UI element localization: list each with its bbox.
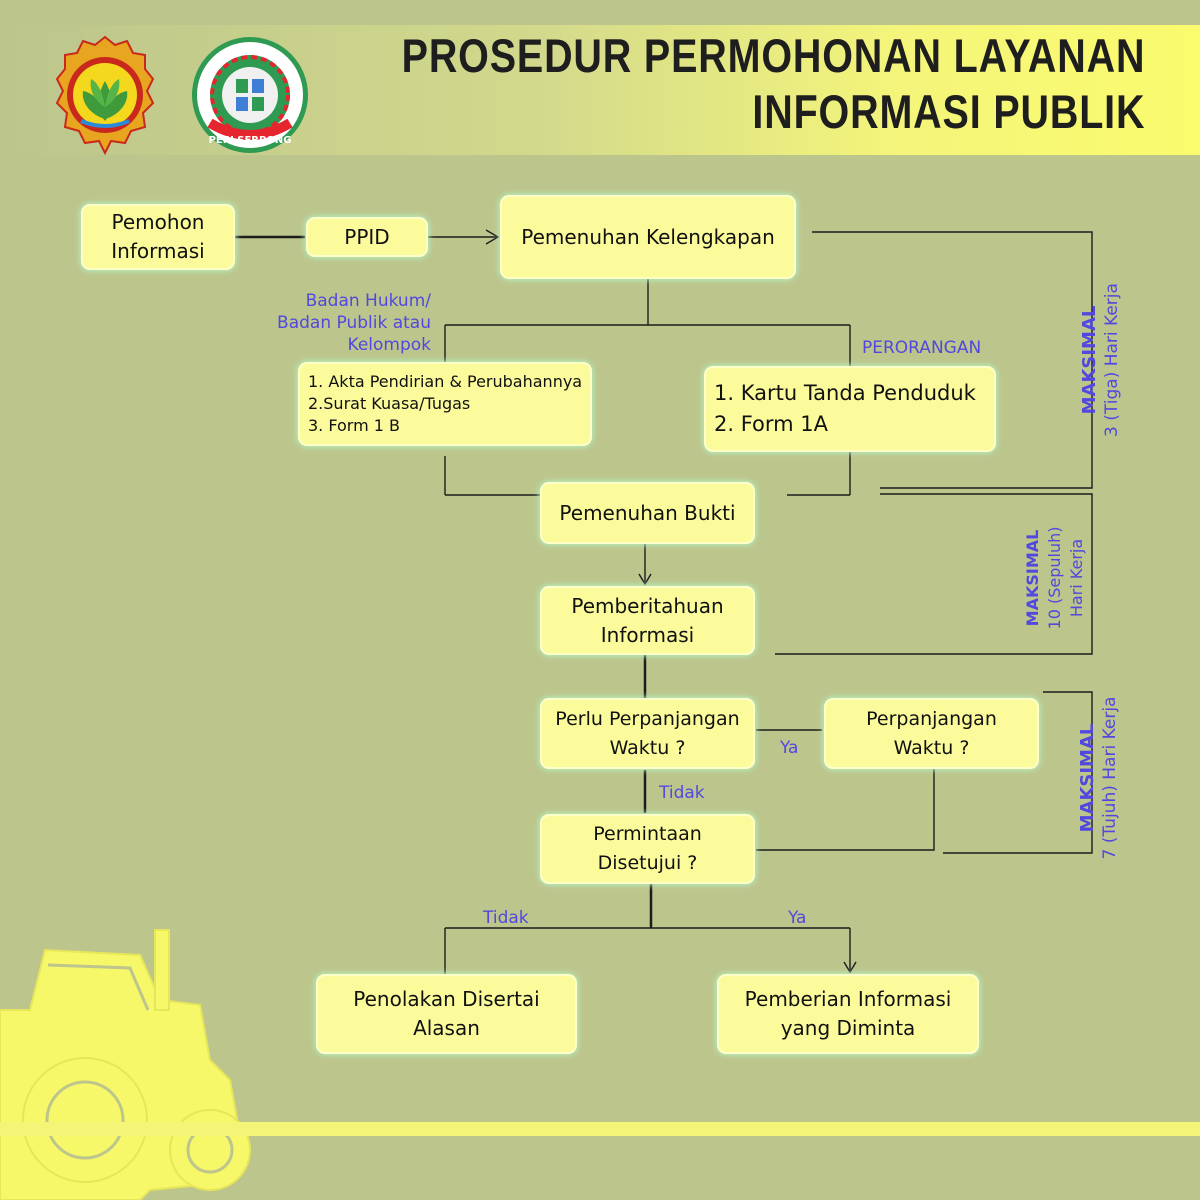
page-title: PROSEDUR PERMOHONAN LAYANAN INFORMASI PU… [401,28,1145,140]
badan-label-line-1: Badan Hukum/ [305,291,431,311]
ministry-emblem-icon [55,35,155,155]
penolakan-line-1: Penolakan Disertai [353,987,540,1011]
perpanjangan-waktu-box: Perpanjangan Waktu ? [826,700,1037,767]
badan-hukum-label: Badan Hukum/ Badan Publik atau Kelompok [277,290,431,356]
pemenuhan-kelengkapan-box: Pemenuhan Kelengkapan [502,197,794,277]
pepi-serpong-logo-icon: PEPI SERPONG [192,37,308,153]
pemberitahuan-informasi-box: Pemberitahuan Informasi [542,588,753,653]
maksimal-sepuluh-hari-label: MAKSIMAL 10 (Sepuluh) Hari Kerja [1022,513,1092,643]
permintaan-disetujui-box: Permintaan Disetujui ? [542,816,753,882]
tidak-perpanjangan-label: Tidak [659,783,705,803]
maksimal-tujuh-hari-label: MAKSIMAL 7 (Tujuh) Hari Kerja [1077,643,1125,913]
sepuluh-line-1: MAKSIMAL [1023,529,1042,627]
pemberitahuan-line-2: Informasi [600,622,695,647]
tractor-silhouette-icon [0,929,251,1200]
tiga-line-1: MAKSIMAL [1079,305,1100,415]
badan-label-line-3: Kelompok [347,335,431,355]
ppid-label: PPID [344,224,390,249]
pepi-logo-text: PEPI SERPONG [209,135,292,146]
perorangan-label: PERORANGAN [862,338,982,358]
penolakan-box: Penolakan Disertai Alasan [318,976,575,1052]
perlu-perpanjangan-box: Perlu Perpanjangan Waktu ? [542,700,753,767]
kelengkapan-label: Pemenuhan Kelengkapan [521,224,775,249]
badan-doc-1: 1. Akta Pendirian & Perubahannya [308,372,583,391]
tujuh-line-1: MAKSIMAL [1077,723,1098,833]
pemohon-informasi-box: Pemohon Informasi [83,206,233,268]
sepuluh-line-2: 10 (Sepuluh) [1045,526,1064,630]
maksimal-tiga-hari-label: MAKSIMAL 3 (Tiga) Hari Kerja [1079,245,1127,475]
title-line-2: INFORMASI PUBLIK [752,85,1145,138]
perorangan-doc-1: 1. Kartu Tanda Penduduk [714,381,976,405]
disetujui-line-2: Disetujui ? [597,852,698,874]
tidak-disetujui-label: Tidak [483,908,529,928]
tiga-line-2: 3 (Tiga) Hari Kerja [1102,283,1122,437]
perpanjangan-line-2: Waktu ? [893,736,970,759]
perorangan-doc-2: 2. Form 1A [714,412,829,436]
pemohon-line-2: Informasi [111,239,205,263]
penolakan-line-2: Alasan [413,1016,480,1040]
disetujui-line-1: Permintaan [593,823,702,845]
pemberian-line-2: yang Diminta [780,1016,916,1040]
bukti-label: Pemenuhan Bukti [559,500,736,525]
perlu-line-2: Waktu ? [609,736,686,759]
badan-label-line-2: Badan Publik atau [277,313,431,333]
badan-documents-box: 1. Akta Pendirian & Perubahannya 2.Surat… [300,364,590,444]
perpanjangan-line-1: Perpanjangan [866,707,997,730]
perorangan-documents-box: 1. Kartu Tanda Penduduk 2. Form 1A [706,368,994,450]
ya-disetujui-label: Ya [788,908,807,928]
ya-perpanjangan-label: Ya [780,738,799,758]
pemberian-line-1: Pemberian Informasi [744,987,952,1011]
bottom-band [0,1122,1200,1136]
title-line-1: PROSEDUR PERMOHONAN LAYANAN [401,29,1145,82]
ppid-box: PPID [308,219,426,255]
perlu-line-1: Perlu Perpanjangan [555,707,740,730]
pemohon-line-1: Pemohon [111,210,205,234]
tujuh-line-2: 7 (Tujuh) Hari Kerja [1100,696,1120,860]
sepuluh-line-3: Hari Kerja [1067,538,1086,618]
badan-doc-3: 3. Form 1 B [308,416,400,435]
badan-doc-2: 2.Surat Kuasa/Tugas [308,394,471,413]
pemenuhan-bukti-box: Pemenuhan Bukti [542,484,753,542]
pemberitahuan-line-1: Pemberitahuan [571,593,724,618]
pemberian-informasi-box: Pemberian Informasi yang Diminta [719,976,977,1052]
